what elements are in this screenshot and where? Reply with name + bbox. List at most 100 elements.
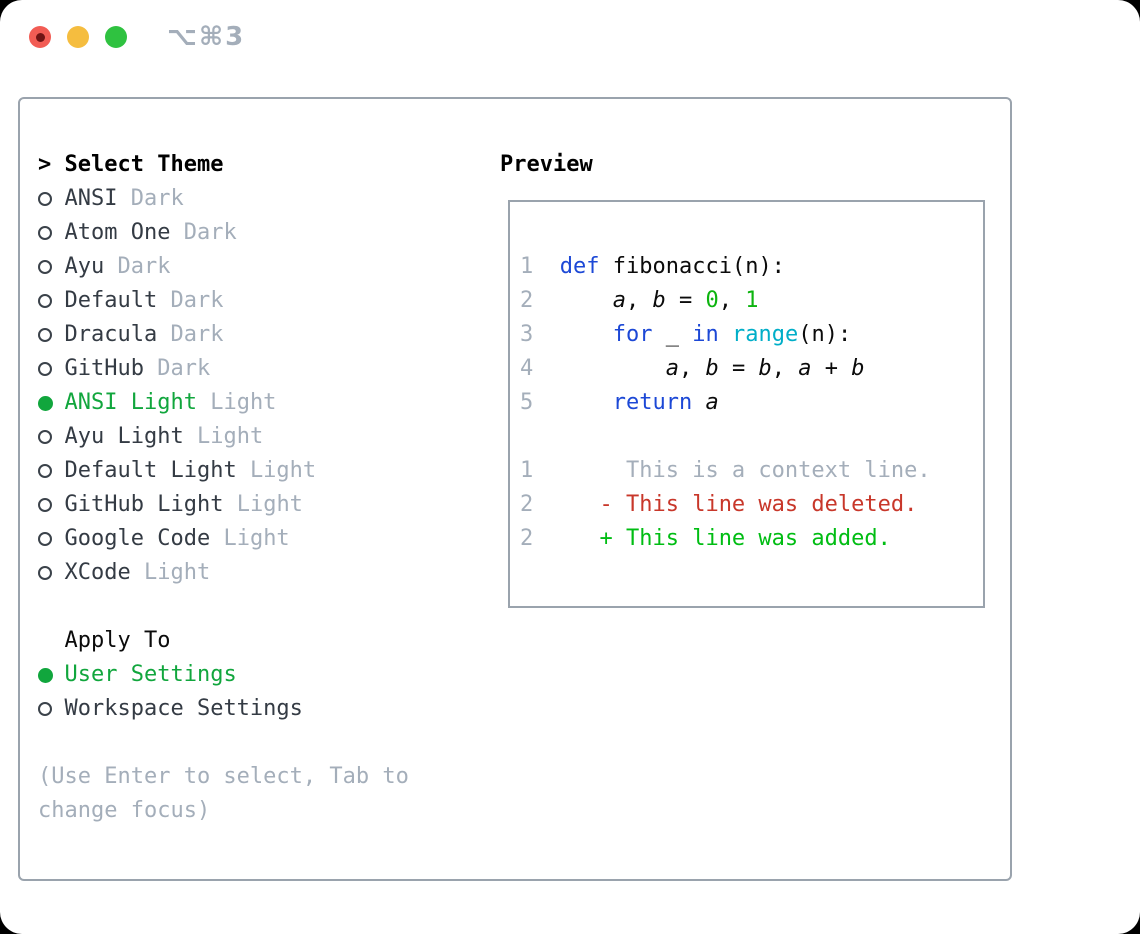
theme-option-label: ANSI Light: [64, 390, 197, 415]
select-theme-header: > Select Theme: [38, 148, 409, 182]
radio-icon: [38, 532, 65, 546]
line-number: 2: [520, 492, 534, 517]
code-content: a, b = 0, 1: [560, 284, 759, 318]
circle-icon: [38, 566, 52, 580]
radio-icon: [38, 702, 65, 716]
theme-option-google-code[interactable]: Google Code Light: [38, 522, 409, 556]
selected-dot-icon: [38, 667, 53, 683]
theme-option-label: Google Code: [64, 526, 211, 551]
diff-text: - This line was deleted.: [559, 492, 918, 517]
circle-icon: [38, 294, 52, 308]
preview-heading: Preview: [500, 152, 593, 177]
theme-option-label: Ayu Light: [64, 424, 184, 449]
line-number: 1: [520, 254, 534, 279]
line-number: 3: [520, 322, 534, 347]
token-kw: return: [612, 390, 693, 415]
zoom-button[interactable]: [105, 26, 127, 48]
radio-icon: [38, 260, 65, 274]
radio-icon: [38, 430, 65, 444]
circle-icon: [38, 532, 52, 546]
radio-icon: [38, 566, 65, 580]
theme-option-label: Ayu: [64, 254, 105, 279]
code-content: def fibonacci(n):: [560, 250, 785, 284]
apply-option-label: Workspace Settings: [64, 696, 303, 721]
diff-line-added: 2 + This line was added.: [520, 522, 983, 556]
theme-option-ayu[interactable]: Ayu Dark: [38, 250, 409, 284]
theme-variant-label: Dark: [183, 220, 237, 245]
theme-option-ansi-light[interactable]: ANSI Light Light: [38, 386, 409, 420]
theme-option-label: XCode: [64, 560, 131, 585]
theme-variant-label: Dark: [117, 254, 171, 279]
diff-line-deleted: 2 - This line was deleted.: [520, 488, 983, 522]
token-plain: ,: [718, 288, 746, 313]
spacer-row: [38, 726, 409, 760]
token-var: b: [758, 356, 772, 381]
theme-variant-label: Light: [223, 526, 290, 551]
line-number: 4: [520, 356, 534, 381]
line-number: 1: [520, 458, 534, 483]
code-line: 3 for _ in range(n):: [520, 318, 983, 352]
code-content: a, b = b, a + b: [560, 352, 865, 386]
code-content: for _ in range(n):: [560, 318, 851, 352]
diff-preview: 1 This is a context line.2 - This line w…: [520, 454, 983, 556]
titlebar: ⌥⌘3: [0, 0, 1140, 74]
token-num: 0: [705, 288, 719, 313]
close-button[interactable]: [29, 26, 51, 48]
selected-dot-icon: [38, 395, 53, 411]
token-kw: in: [692, 322, 719, 347]
diff-text: This is a context line.: [559, 458, 931, 483]
theme-option-label: Dracula: [64, 322, 158, 347]
radio-selected-icon: [38, 395, 65, 411]
diff-line-context: 1 This is a context line.: [520, 454, 983, 488]
token-num: 1: [745, 288, 759, 313]
minimize-button[interactable]: [67, 26, 89, 48]
apply-to-header: Apply To: [38, 624, 409, 658]
circle-icon: [38, 226, 52, 240]
token-plain: ,: [678, 356, 706, 381]
line-number: 2: [520, 288, 534, 313]
apply-option-user-settings[interactable]: User Settings: [38, 658, 409, 692]
circle-icon: [38, 498, 52, 512]
apply-option-workspace-settings[interactable]: Workspace Settings: [38, 692, 409, 726]
traffic-lights: [29, 26, 127, 48]
help-line: (Use Enter to select, Tab to: [38, 764, 409, 789]
preview-header: Preview: [500, 148, 593, 182]
radio-icon: [38, 464, 65, 478]
apply-option-label: User Settings: [64, 662, 237, 687]
token-kw: for: [612, 322, 653, 347]
circle-icon: [38, 702, 52, 716]
radio-icon: [38, 192, 65, 206]
token-var: a: [612, 288, 626, 313]
theme-picker-panel: [18, 97, 1012, 881]
theme-variant-label: Dark: [170, 322, 224, 347]
prompt-caret: >: [38, 152, 52, 177]
token-var: a: [705, 390, 719, 415]
token-plain: [560, 322, 613, 347]
token-kw: def: [559, 254, 600, 279]
radio-icon: [38, 294, 65, 308]
theme-variant-label: Light: [210, 390, 277, 415]
token-var: a: [798, 356, 812, 381]
spacer-row: [520, 420, 983, 454]
circle-icon: [38, 362, 52, 376]
unsaved-changes-dot-icon: [35, 32, 45, 42]
theme-option-dracula[interactable]: Dracula Dark: [38, 318, 409, 352]
token-plain: _: [652, 322, 693, 347]
token-plain: =: [718, 356, 759, 381]
circle-icon: [38, 260, 52, 274]
theme-variant-label: Light: [236, 492, 303, 517]
select-theme-heading: Select Theme: [64, 152, 224, 177]
theme-variant-label: Dark: [170, 288, 224, 313]
